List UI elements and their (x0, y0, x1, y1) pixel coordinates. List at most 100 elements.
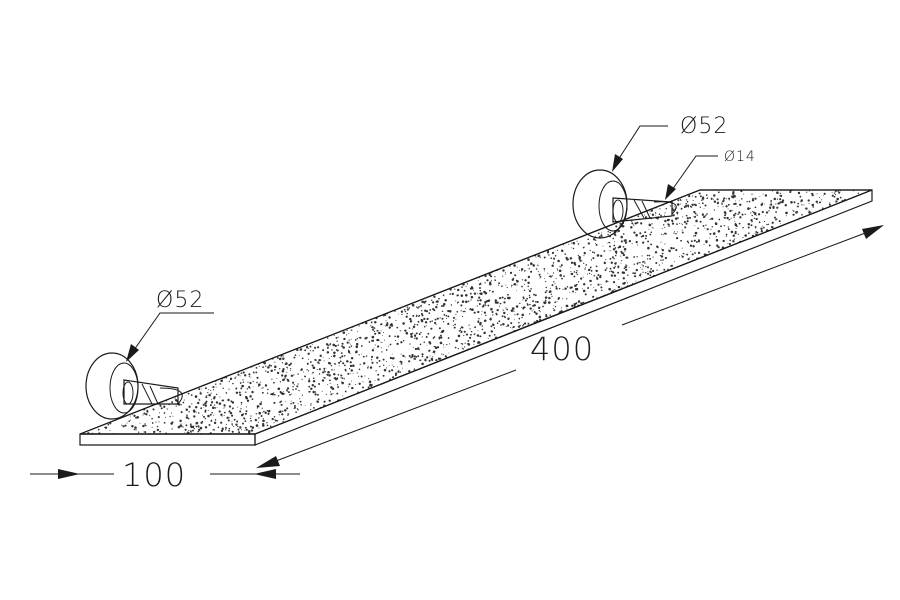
speckle-dot (535, 301, 537, 303)
speckle-dot (688, 195, 691, 198)
right-flange-callout: Ø52 (612, 114, 727, 172)
speckle-dot (728, 197, 731, 200)
speckle-dot (329, 371, 331, 373)
speckle-dot (473, 340, 476, 343)
speckle-dot (413, 355, 416, 358)
speckle-dot (507, 317, 510, 320)
speckle-dot (494, 276, 496, 278)
speckle-dot (371, 335, 375, 339)
speckle-dot (238, 431, 241, 434)
speckle-dot (216, 407, 218, 408)
speckle-dot (687, 204, 690, 207)
speckle-dot (282, 357, 285, 361)
speckle-dot (603, 261, 606, 265)
speckle-dot (492, 314, 494, 316)
speckle-dot (280, 400, 282, 403)
speckle-dot (821, 207, 824, 210)
speckle-dot (397, 370, 400, 373)
speckle-dot (229, 411, 233, 415)
speckle-dot (526, 303, 529, 305)
speckle-dot (292, 401, 295, 404)
speckle-dot (404, 310, 407, 313)
speckle-dot (327, 344, 330, 347)
speckle-dot (622, 233, 625, 235)
speckle-dot (237, 406, 239, 408)
speckle-dot (461, 315, 464, 318)
speckle-dot (560, 306, 562, 308)
speckle-dot (294, 406, 296, 409)
speckle-dot (249, 417, 252, 420)
speckle-dot (447, 337, 449, 339)
speckle-dot (185, 424, 188, 427)
speckle-dot (649, 233, 652, 236)
speckle-dot (562, 288, 564, 290)
speckle-dot (595, 269, 598, 273)
speckle-dot (217, 426, 220, 429)
speckle-dot (460, 330, 463, 333)
speckle-dot (747, 223, 751, 226)
speckle-dot (692, 245, 695, 248)
speckle-dot (470, 295, 474, 299)
speckle-dot (171, 421, 174, 424)
speckle-dot (312, 377, 315, 379)
speckle-dot (483, 331, 486, 335)
speckle-dot (163, 422, 166, 424)
speckle-dot (235, 423, 238, 426)
speckle-dot (248, 373, 251, 376)
speckle-dot (374, 321, 377, 324)
speckle-dot (290, 362, 292, 365)
speckle-dot (552, 272, 555, 274)
speckle-dot (279, 381, 282, 383)
speckle-dot (311, 373, 313, 375)
speckle-dot (385, 323, 389, 327)
speckle-dot (681, 231, 684, 234)
speckle-dot (640, 273, 642, 275)
speckle-dot (293, 374, 295, 376)
speckle-dot (273, 392, 275, 394)
speckle-dot (428, 341, 431, 344)
speckle-dot (171, 401, 174, 404)
speckle-dot (764, 203, 766, 205)
speckle-dot (641, 255, 643, 257)
speckle-dot (734, 220, 736, 222)
speckle-dot (383, 368, 387, 372)
speckle-dot (373, 327, 376, 329)
speckle-dot (385, 349, 388, 351)
speckle-dot (675, 236, 679, 240)
speckle-dot (194, 405, 198, 409)
speckle-dot (483, 319, 487, 323)
speckle-dot (415, 332, 418, 335)
speckle-dot (420, 331, 422, 334)
speckle-dot (510, 326, 512, 328)
speckle-dot (537, 306, 541, 310)
speckle-dot (593, 251, 595, 253)
speckle-dot (757, 213, 761, 216)
speckle-dot (527, 275, 531, 279)
speckle-dot (688, 216, 692, 219)
speckle-dot (528, 290, 532, 293)
speckle-dot (202, 403, 205, 406)
speckle-dot (504, 297, 506, 300)
speckle-dot (542, 305, 544, 308)
speckle-dot (423, 325, 426, 328)
speckle-dot (727, 243, 729, 244)
speckle-dot (177, 425, 181, 429)
speckle-dot (645, 234, 648, 237)
speckle-dot (299, 400, 302, 403)
speckle-dot (511, 307, 515, 310)
speckle-dot (255, 366, 258, 369)
speckle-dot (455, 319, 457, 320)
speckle-dot (810, 192, 813, 195)
speckle-dot (459, 329, 462, 332)
left-pin-hatch-2 (149, 385, 159, 405)
speckle-dot (574, 284, 577, 288)
speckle-dot (662, 224, 665, 226)
speckle-dot (207, 414, 210, 418)
speckle-dot (267, 366, 270, 369)
speckle-dot (248, 376, 250, 378)
speckle-dot (734, 200, 736, 202)
speckle-dot (296, 408, 299, 410)
speckle-dot (364, 321, 368, 325)
speckle-dot (377, 338, 380, 342)
speckle-dot (536, 300, 539, 304)
